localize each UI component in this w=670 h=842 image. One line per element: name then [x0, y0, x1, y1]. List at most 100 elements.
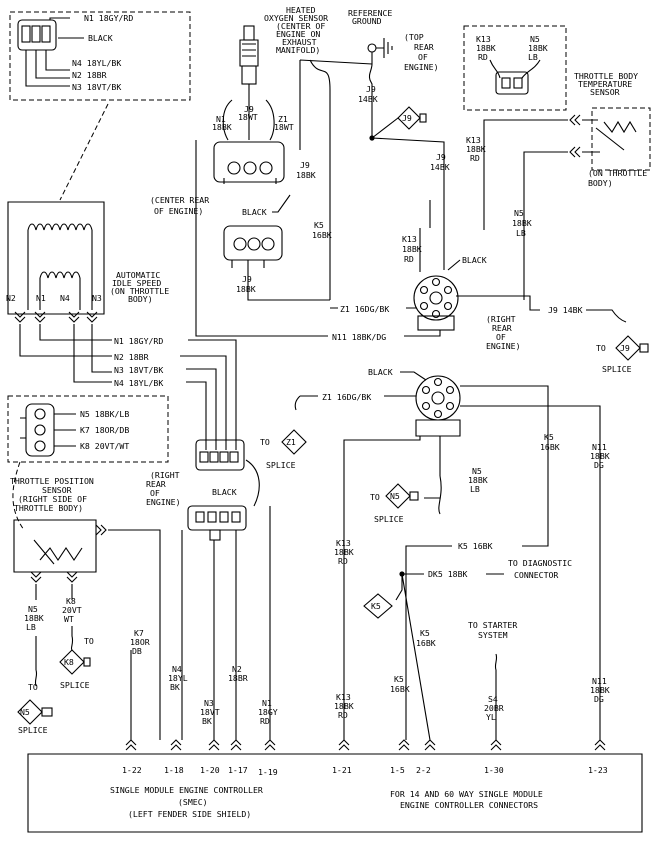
label-n3-top: N3 18VT/BK: [72, 82, 121, 92]
lower-k5b-1: 16BK: [390, 684, 410, 694]
tpsconn-n2: N2 18BR: [114, 352, 149, 362]
rightrear-j9-splice: J9: [620, 343, 630, 353]
mid-n5-splice-label: N5: [390, 491, 400, 501]
lower-rightrear-2: OF: [150, 488, 160, 498]
center-k13-0: K13: [402, 234, 417, 244]
mid-n11-1: 18BK: [590, 451, 610, 461]
o2-z1-1: 18WT: [274, 122, 294, 132]
aism-title-1: IDLE SPEED: [112, 278, 161, 288]
lower-n3-0: N3: [204, 698, 214, 708]
aism-pin-n2: N2: [6, 293, 16, 303]
rightrear-note-1: REAR: [492, 323, 512, 333]
lower-tostarter-1: SYSTEM: [478, 630, 508, 640]
tbts-note-1: BODY): [588, 178, 613, 188]
mid-n11-2: DG: [594, 460, 604, 470]
center-k13-1: 18BK: [402, 244, 422, 254]
tps-k8-to: TO: [84, 636, 94, 646]
smec-line3: (LEFT FENDER SIDE SHIELD): [128, 809, 251, 819]
tps-k8-1: 20VT: [62, 605, 82, 615]
refground-wire-0: J9: [366, 84, 376, 94]
lower-n2-1: 18BR: [228, 673, 248, 683]
k13conn-n5-1: 18BK: [528, 43, 548, 53]
o2-j9-1: 18WT: [238, 112, 258, 122]
o2-title-0: HEATED: [286, 5, 316, 15]
label-black-top: BLACK: [88, 33, 113, 43]
lower-connector: (RIGHT REAR OF ENGINE) BLACK K7 18OR DB …: [130, 439, 610, 741]
tbts-n5-2: LB: [516, 228, 526, 238]
lower-rightrear-0: (RIGHT: [150, 470, 180, 480]
o2-title-1: OXYGEN SENSOR: [264, 13, 328, 23]
tbts-j9-0: J9: [436, 152, 446, 162]
lower-n1-2: RD: [260, 716, 270, 726]
smec-line2: (SMEC): [178, 797, 208, 807]
mid-black: BLACK: [368, 367, 393, 377]
lower-n11-2: DG: [594, 694, 604, 704]
iac-wires: N1 18GY/RD N2 18BR N3 18VT/BK N4 18YL/BK: [114, 336, 237, 450]
refground-note-3: ENGINE): [404, 62, 439, 72]
tps-title-3: THROTTLE BODY): [14, 503, 83, 513]
center-note-1: OF ENGINE): [154, 206, 203, 216]
smec-line1: SINGLE MODULE ENGINE CONTROLLER: [110, 785, 263, 795]
lower-k5top: K5 16BK: [458, 541, 493, 551]
lower-k13-2: RD: [338, 556, 348, 566]
center-j9a-1: 18BK: [296, 170, 316, 180]
refground-title-1: GROUND: [352, 16, 382, 26]
center-j9b-1: 18BK: [236, 284, 256, 294]
aism-pin-n4: N4: [60, 293, 70, 303]
tpsconn-n4: N4 18YL/BK: [114, 378, 163, 388]
center-k13-2: RD: [404, 254, 414, 264]
lower-tostarter-0: TO STARTER: [468, 620, 517, 630]
mid-k5-0: K5: [544, 432, 554, 442]
tps-n5-1: 18BK: [24, 613, 44, 623]
k13conn-n5-2: LB: [528, 52, 538, 62]
tps-n5-2: LB: [26, 622, 36, 632]
mid-z1: Z1 16DG/BK: [322, 392, 371, 402]
right-rear-j9: (RIGHT REAR OF ENGINE) J9 14BK TO J9 SPL…: [456, 295, 649, 374]
smec-note2: ENGINE CONTROLLER CONNECTORS: [400, 800, 538, 810]
tbts-k13-2: RD: [470, 153, 480, 163]
tps-title-2: (RIGHT SIDE OF: [18, 494, 87, 504]
o2-title-5: MANIFOLD): [276, 45, 320, 55]
aism-connector-view: N1 18GY/RD BLACK N4 18YL/BK N2 18BR N3 1…: [9, 11, 191, 201]
mid-z1-splice: SPLICE: [266, 460, 296, 470]
pin-1-21: 1-21: [332, 765, 352, 775]
aism-title-2: (ON THROTTLE: [110, 286, 169, 296]
k13conn-k13-2: RD: [478, 52, 488, 62]
center-black2: BLACK: [462, 255, 487, 265]
lower-s4-2: YL: [486, 712, 496, 722]
lower-k13b-2: RD: [338, 710, 348, 720]
lower-black: BLACK: [212, 487, 237, 497]
center-k5-1: 16BK: [312, 230, 332, 240]
aism-pin-n3: N3: [92, 293, 102, 303]
o2-title-2: (CENTER OF: [276, 21, 325, 31]
lower-n1-0: N1: [262, 698, 272, 708]
smec-note1: FOR 14 AND 60 WAY SINGLE MODULE: [390, 789, 543, 799]
tps-k8-0: K8: [66, 596, 76, 606]
mid-n5-0: N5: [472, 466, 482, 476]
mid-n5-splice: SPLICE: [374, 514, 404, 524]
rightrear-note-3: ENGINE): [486, 341, 521, 351]
tpsconn-k7: K7 18OR/DB: [80, 425, 129, 435]
lower-n4-0: N4: [172, 664, 182, 674]
lower-rightrear-3: ENGINE): [146, 497, 181, 507]
aism-pin-n1: N1: [36, 293, 46, 303]
o2-z1-0: Z1: [278, 114, 288, 124]
lower-n11-0: N11: [592, 676, 607, 686]
automatic-idle-speed-motor: N2 N1 N4 N3 AUTOMATIC IDLE SPEED (ON THR…: [6, 201, 169, 383]
mid-n5-2: LB: [470, 484, 480, 494]
smec-controller: 1-22 1-18 1-20 1-17 1-19 1-21 1-5 2-2 1-…: [27, 650, 643, 833]
tbts-k13-1: 18BK: [466, 144, 486, 154]
tps-n5-splice-label: N5: [20, 707, 30, 717]
throttle-body-temperature-sensor: THROTTLE BODY TEMPERATURE SENSOR (ON THR…: [430, 71, 651, 300]
center-note-0: (CENTER REAR: [150, 195, 209, 205]
mid-n5-1: 18BK: [468, 475, 488, 485]
lower-k5a-0: K5: [420, 628, 430, 638]
lower-k13b-1: 18BK: [334, 701, 354, 711]
pin-1-22: 1-22: [122, 765, 142, 775]
rightrear-to: TO: [596, 343, 606, 353]
lower-k13-1: 18BK: [334, 547, 354, 557]
rightrear-splice: SPLICE: [602, 364, 632, 374]
lower-k7-2: DB: [132, 646, 142, 656]
o2-j9-0: J9: [244, 104, 254, 114]
